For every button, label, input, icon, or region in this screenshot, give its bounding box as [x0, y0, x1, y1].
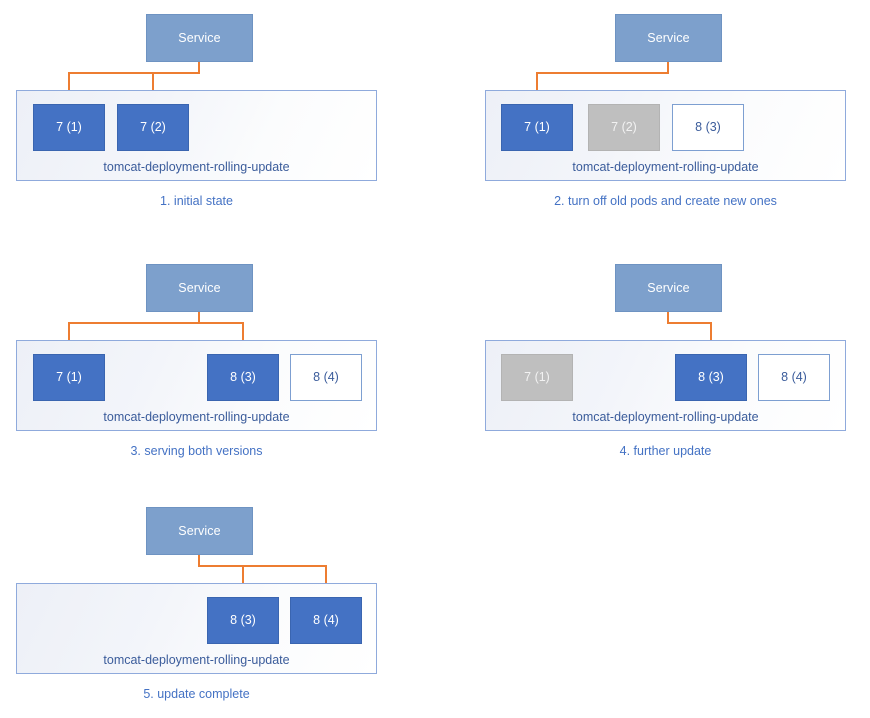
caption-step-2: 2. turn off old pods and create new ones	[554, 194, 777, 208]
pod-label: 8 (4)	[313, 370, 339, 385]
pod-label: 7 (1)	[56, 370, 82, 385]
deployment-label: tomcat-deployment-rolling-update	[103, 409, 290, 424]
pod-label: 8 (4)	[313, 613, 339, 628]
pod-label: 7 (1)	[56, 120, 82, 135]
pod-label: 7 (2)	[611, 120, 637, 135]
pod-step-5-0[interactable]: 8 (3)	[207, 597, 279, 644]
deployment-label: tomcat-deployment-rolling-update	[572, 409, 759, 424]
pod-step-5-1[interactable]: 8 (4)	[290, 597, 362, 644]
pod-label: 8 (3)	[230, 370, 256, 385]
pod-step-3-1[interactable]: 8 (3)	[207, 354, 279, 401]
deployment-label: tomcat-deployment-rolling-update	[103, 159, 290, 174]
service-label: Service	[178, 280, 221, 295]
pod-label: 8 (4)	[781, 370, 807, 385]
caption-step-3: 3. serving both versions	[130, 444, 263, 458]
service-box-step-4[interactable]: Service	[615, 264, 722, 312]
pod-step-2-0[interactable]: 7 (1)	[501, 104, 573, 151]
pod-step-3-2[interactable]: 8 (4)	[290, 354, 362, 401]
service-label: Service	[647, 280, 690, 295]
pod-step-2-2[interactable]: 8 (3)	[672, 104, 744, 151]
pod-step-3-0[interactable]: 7 (1)	[33, 354, 105, 401]
service-label: Service	[647, 30, 690, 45]
pod-label: 7 (1)	[524, 120, 550, 135]
service-box-step-1[interactable]: Service	[146, 14, 253, 62]
pod-label: 7 (1)	[524, 370, 550, 385]
caption-step-1: 1. initial state	[160, 194, 233, 208]
deployment-label: tomcat-deployment-rolling-update	[572, 159, 759, 174]
pod-label: 8 (3)	[230, 613, 256, 628]
pod-step-4-0[interactable]: 7 (1)	[501, 354, 573, 401]
service-label: Service	[178, 30, 221, 45]
pod-step-1-0[interactable]: 7 (1)	[33, 104, 105, 151]
pod-step-4-1[interactable]: 8 (3)	[675, 354, 747, 401]
service-label: Service	[178, 523, 221, 538]
pod-label: 8 (3)	[698, 370, 724, 385]
service-box-step-2[interactable]: Service	[615, 14, 722, 62]
pod-step-1-1[interactable]: 7 (2)	[117, 104, 189, 151]
service-box-step-5[interactable]: Service	[146, 507, 253, 555]
pod-label: 8 (3)	[695, 120, 721, 135]
deployment-label: tomcat-deployment-rolling-update	[103, 652, 290, 667]
pod-step-2-1[interactable]: 7 (2)	[588, 104, 660, 151]
caption-step-4: 4. further update	[619, 444, 712, 458]
pod-label: 7 (2)	[140, 120, 166, 135]
pod-step-4-2[interactable]: 8 (4)	[758, 354, 830, 401]
caption-step-5: 5. update complete	[143, 687, 250, 701]
service-box-step-3[interactable]: Service	[146, 264, 253, 312]
